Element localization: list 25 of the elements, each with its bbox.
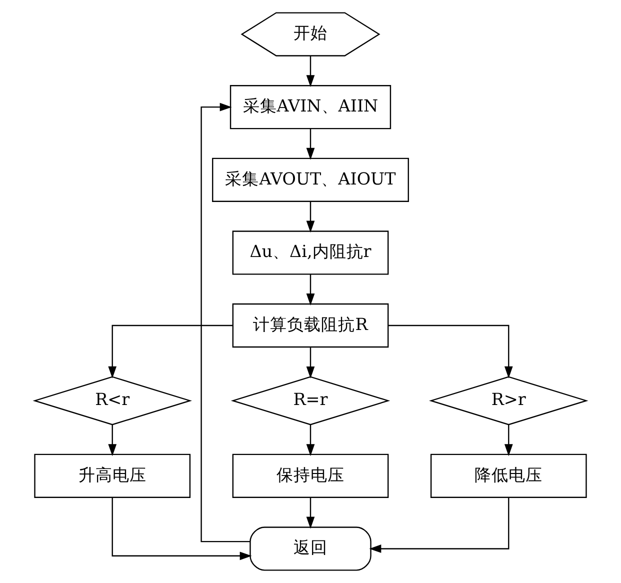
arrow bbox=[369, 498, 510, 553]
arrow bbox=[200, 102, 250, 542]
arrow bbox=[306, 424, 315, 456]
arrow bbox=[388, 324, 513, 378]
node-box: 返回 bbox=[250, 526, 372, 571]
node-box: 降低电压 bbox=[430, 454, 587, 498]
arrow bbox=[306, 56, 315, 88]
node-box: 保持电压 bbox=[232, 454, 389, 498]
node-box: 采集AVIN、AIIN bbox=[230, 85, 392, 130]
arrow bbox=[108, 424, 117, 456]
arrow bbox=[306, 498, 315, 529]
node-box: Δu、Δi,内阻抗r bbox=[232, 230, 389, 275]
node-box: 计算负载阻抗R bbox=[232, 303, 389, 348]
arrow bbox=[306, 128, 315, 160]
node-diamond: R=r bbox=[230, 376, 390, 426]
arrow bbox=[108, 324, 233, 378]
arrow bbox=[306, 274, 315, 306]
node-diamond: R>r bbox=[429, 376, 588, 426]
arrow bbox=[504, 424, 513, 456]
arrow bbox=[306, 202, 315, 233]
node-diamond: R<r bbox=[32, 376, 192, 426]
node-box: 升高电压 bbox=[34, 454, 191, 498]
node-box: 采集AVOUT、AIOUT bbox=[212, 158, 409, 202]
arrow bbox=[112, 498, 252, 560]
arrow bbox=[306, 347, 315, 378]
